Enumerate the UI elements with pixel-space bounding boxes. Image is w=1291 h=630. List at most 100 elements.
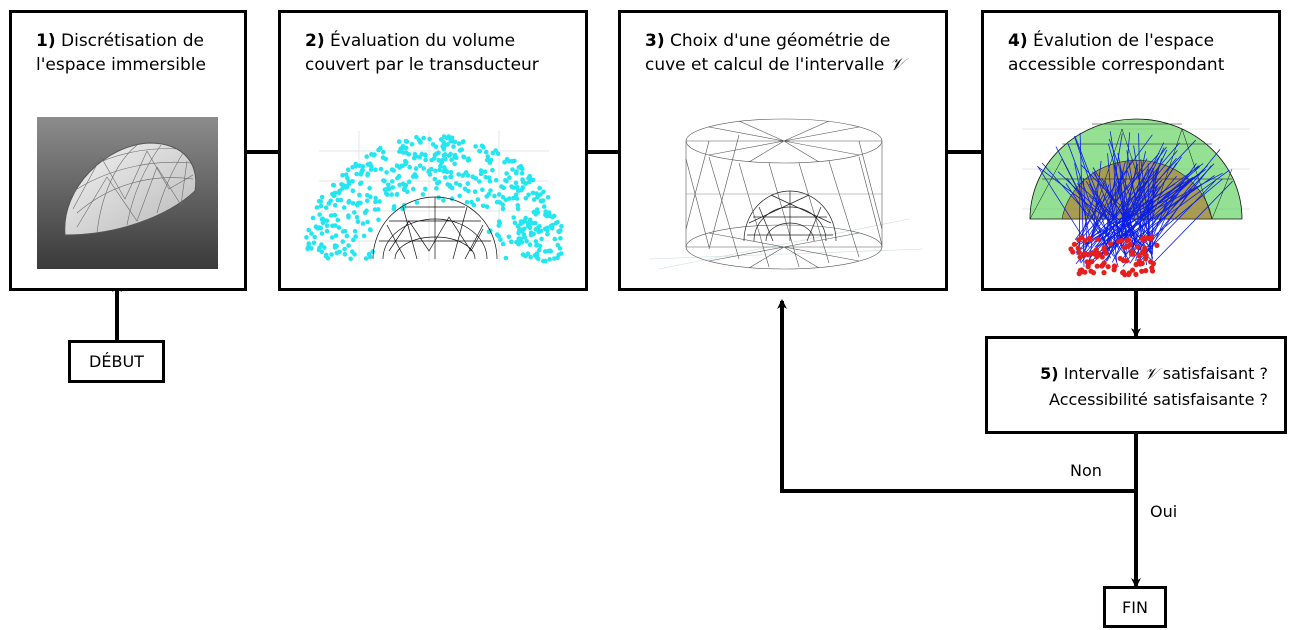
cyan-point bbox=[515, 203, 521, 208]
cyan-point bbox=[507, 175, 512, 180]
cyan-point bbox=[372, 207, 378, 212]
cyan-point bbox=[506, 234, 512, 240]
cyan-point bbox=[324, 228, 330, 234]
red-point bbox=[1076, 249, 1082, 255]
cyan-point bbox=[512, 220, 518, 226]
cyan-point bbox=[329, 235, 335, 240]
cyan-point bbox=[502, 159, 507, 165]
cyan-point bbox=[409, 142, 415, 147]
edge-label-non: Non bbox=[1070, 461, 1102, 480]
cyan-point bbox=[464, 199, 470, 205]
cyan-point bbox=[367, 161, 373, 166]
cyan-point bbox=[341, 205, 347, 210]
step-4-title: 4) Évalution de l'espace accessible corr… bbox=[1008, 31, 1225, 75]
cyan-point bbox=[492, 193, 497, 199]
red-point bbox=[1154, 242, 1160, 248]
cyan-point bbox=[328, 213, 334, 218]
cyan-point bbox=[413, 154, 419, 159]
cyan-point bbox=[500, 194, 506, 200]
cyan-point bbox=[350, 164, 355, 170]
cyan-point bbox=[312, 234, 317, 240]
cyan-point bbox=[508, 239, 514, 244]
cyan-point bbox=[466, 188, 471, 194]
cyan-point bbox=[390, 185, 396, 190]
cyan-point bbox=[527, 176, 533, 181]
red-point bbox=[1120, 257, 1126, 264]
cyan-point bbox=[527, 242, 533, 247]
ray-line bbox=[1112, 160, 1135, 250]
cyan-point bbox=[523, 196, 529, 201]
cyan-point bbox=[513, 192, 519, 198]
cyan-point bbox=[430, 142, 436, 147]
ray-line bbox=[1037, 166, 1090, 248]
cyan-point bbox=[496, 219, 502, 224]
cyan-point bbox=[552, 256, 557, 261]
cyan-point bbox=[527, 217, 533, 223]
red-point bbox=[1126, 271, 1132, 278]
cyan-point bbox=[481, 144, 486, 150]
cyan-point bbox=[498, 237, 503, 243]
cyan-point bbox=[444, 169, 450, 175]
cyan-point bbox=[533, 239, 539, 244]
ray-line bbox=[1079, 152, 1160, 241]
cyan-point bbox=[457, 182, 463, 188]
step-5-check-box: 5) Intervalle 𝒱 satisfaisant ? Accessibi… bbox=[985, 336, 1287, 434]
cyan-point bbox=[354, 215, 360, 220]
cyan-point bbox=[305, 246, 310, 252]
cyan-point bbox=[361, 233, 367, 239]
red-point bbox=[1139, 268, 1145, 274]
cyan-point bbox=[323, 253, 329, 259]
cyan-point bbox=[344, 233, 350, 239]
cyan-point bbox=[484, 204, 490, 209]
cyan-point bbox=[414, 134, 419, 140]
cyan-point bbox=[346, 214, 351, 220]
red-point bbox=[1077, 254, 1083, 260]
cyan-point bbox=[353, 234, 358, 239]
cyan-point bbox=[373, 195, 378, 201]
red-point bbox=[1093, 247, 1099, 253]
cyan-point bbox=[373, 199, 378, 205]
cyan-point bbox=[376, 217, 381, 223]
mesh-render-image bbox=[37, 117, 218, 269]
cyan-point bbox=[514, 169, 519, 174]
cyan-point bbox=[518, 164, 524, 169]
cyan-point bbox=[433, 168, 438, 174]
cyan-point bbox=[520, 177, 525, 182]
red-point bbox=[1116, 239, 1122, 245]
cyan-point bbox=[316, 247, 322, 253]
ray-line bbox=[1111, 149, 1168, 263]
cyan-point bbox=[395, 175, 400, 181]
ray-line bbox=[1088, 160, 1102, 268]
cyan-point bbox=[537, 247, 542, 253]
cyan-point bbox=[528, 254, 533, 260]
cyan-point bbox=[407, 164, 412, 170]
cyan-point bbox=[330, 182, 336, 188]
red-point bbox=[1101, 245, 1107, 251]
start-node: DÉBUT bbox=[68, 340, 165, 383]
cyan-point bbox=[358, 181, 363, 186]
cyan-point bbox=[381, 178, 386, 183]
cyan-point bbox=[525, 223, 531, 229]
cyan-point bbox=[337, 249, 342, 255]
cyan-point bbox=[315, 226, 320, 231]
cyan-point bbox=[488, 188, 493, 193]
cyan-point bbox=[514, 196, 520, 201]
cyan-point bbox=[306, 227, 311, 233]
cyan-point bbox=[475, 197, 481, 202]
cyan-point bbox=[360, 221, 366, 226]
cyan-point bbox=[322, 245, 327, 250]
cyan-point bbox=[368, 194, 373, 199]
cyan-point bbox=[485, 154, 491, 159]
cyan-point bbox=[441, 134, 447, 139]
cyan-point bbox=[550, 214, 555, 220]
red-point bbox=[1125, 243, 1131, 249]
cyan-point bbox=[342, 228, 348, 234]
inner-hemisphere-mesh bbox=[743, 190, 837, 242]
ray-line bbox=[1125, 165, 1208, 243]
edge-label-oui: Oui bbox=[1150, 502, 1178, 521]
cyan-point bbox=[499, 184, 504, 189]
cyan-point bbox=[436, 195, 441, 200]
red-point bbox=[1076, 271, 1082, 277]
cyan-point bbox=[318, 203, 324, 209]
cyan-point bbox=[526, 192, 531, 198]
